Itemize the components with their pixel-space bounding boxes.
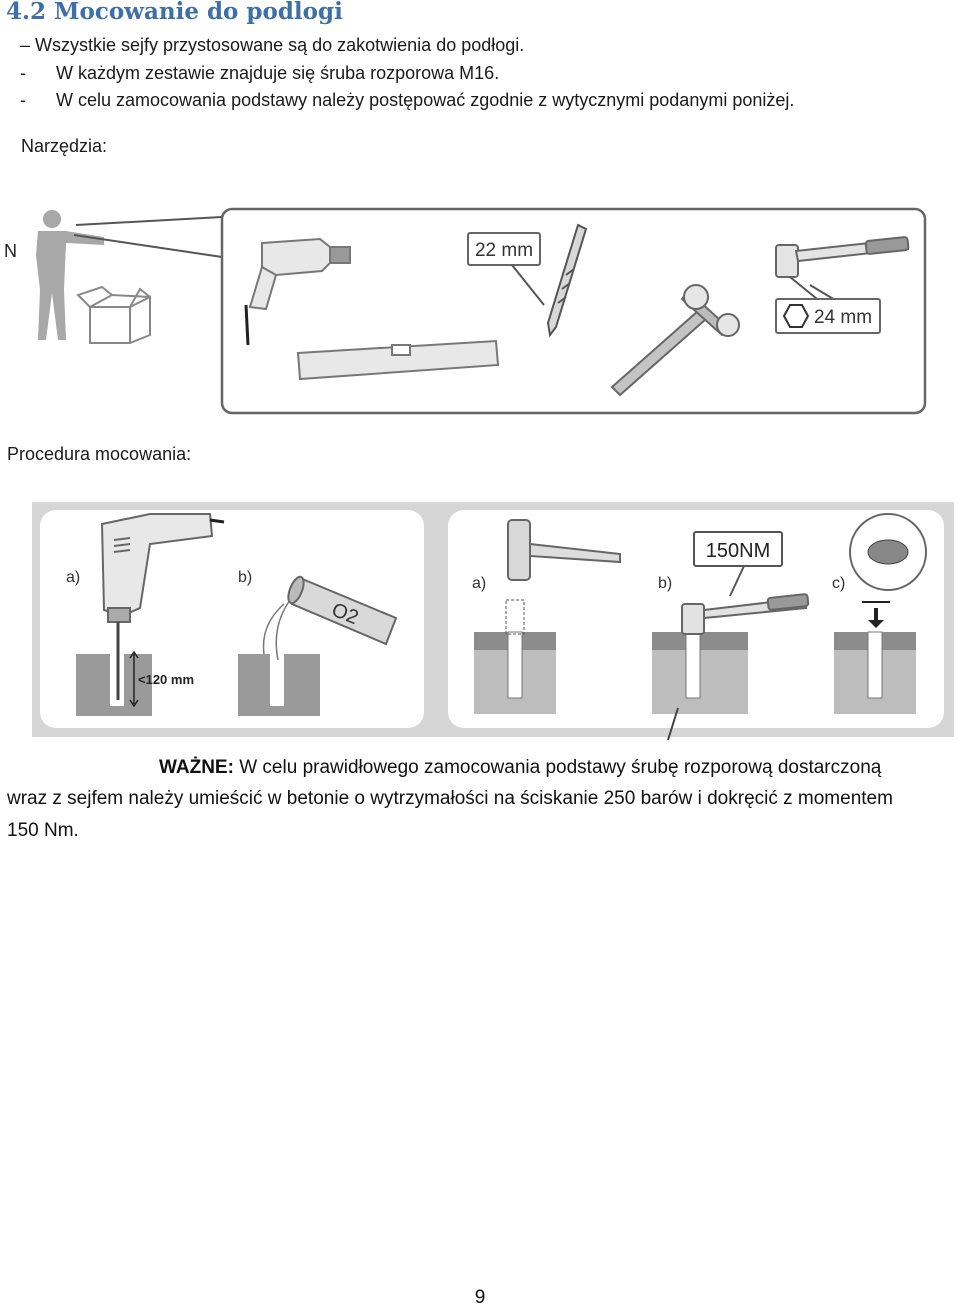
down-arrow-icon <box>868 608 884 628</box>
step-b-label: b) <box>238 569 252 586</box>
drill-bit-icon <box>546 223 588 338</box>
important-line-3: 150 Nm. <box>7 820 79 841</box>
tools-label: Narzędzia: <box>21 136 108 156</box>
step-b-label-2: b) <box>658 575 672 592</box>
hammer-icon <box>507 519 621 581</box>
drill-bit-size-badge: 22 mm <box>467 232 541 266</box>
socket-wrench-icon <box>681 593 810 635</box>
torque-badge: 150NM <box>693 531 783 567</box>
important-line-1: WAŻNE: W celu prawidłowego zamocowania p… <box>159 752 881 783</box>
bullet-marker: - <box>20 90 26 110</box>
bullet-item-2: - W każdym zestawie znajduje się śruba ro… <box>20 63 499 84</box>
torque-label: 150NM <box>706 540 770 562</box>
cut-letter: N <box>4 241 17 261</box>
important-text-1: W celu prawidłowego zamocowania podstawy… <box>239 757 882 778</box>
cap-icon <box>867 539 909 565</box>
socket-size: 24 mm <box>814 307 872 328</box>
hammer-icon <box>610 284 740 397</box>
drill-icon <box>244 237 351 346</box>
spray-can-icon: O2 <box>287 575 398 646</box>
procedure-illustration: a) <120 mm b) O2 a) b) 150NM c) <box>32 502 954 741</box>
spirit-level-icon <box>296 339 500 381</box>
person-icon <box>36 210 104 340</box>
socket-wrench-icon <box>775 236 910 278</box>
hexagon-icon <box>782 304 810 328</box>
tools-illustration: N 22 mm <box>4 207 927 415</box>
depth-arrow <box>129 650 139 708</box>
socket-size-badge: 24 mm <box>775 298 881 334</box>
step-a-label: a) <box>66 569 80 586</box>
procedure-label: Procedura mocowania: <box>7 444 192 464</box>
important-line-2: wraz z sejfem należy umieścić w betonie … <box>7 788 893 809</box>
bullet-text: W celu zamocowania podstawy należy postę… <box>56 90 795 110</box>
box-icon <box>76 285 151 344</box>
section-title: 4.2 Mocowanie do podlogi <box>6 0 343 25</box>
bullet-text: W każdym zestawie znajduje się śruba roz… <box>56 63 500 83</box>
depth-label: <120 mm <box>138 672 194 687</box>
bullet-item-1: – Wszystkie sejfy przystosowane są do za… <box>20 35 524 56</box>
bullet-marker: - <box>20 63 26 83</box>
step-a-label-2: a) <box>472 575 486 592</box>
bullet-text: Wszystkie sejfy przystosowane są do zako… <box>35 35 525 55</box>
callout-line <box>73 216 223 258</box>
drill-icon <box>100 513 225 623</box>
drill-bit-size: 22 mm <box>475 240 533 261</box>
page-number: 9 <box>474 1287 486 1308</box>
bullet-item-3: - W celu zamocowania podstawy należy post… <box>20 90 794 111</box>
important-label: WAŻNE: <box>159 757 234 778</box>
bullet-marker: – <box>20 35 31 55</box>
step-c-label: c) <box>832 575 845 592</box>
